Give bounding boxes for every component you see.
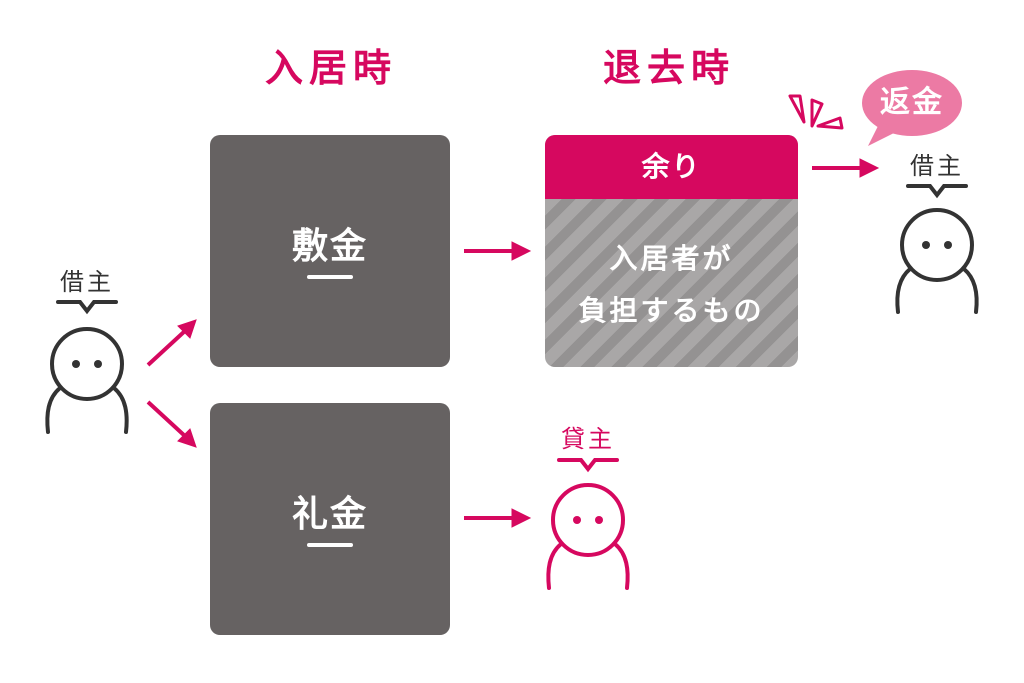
remainder-box: 余り 入居者が 負担するもの (545, 135, 798, 367)
heading-move-out: 退去時 (602, 46, 735, 90)
arrow-key-money-to-landlord-head (511, 508, 532, 528)
key-money-underline (307, 543, 353, 547)
tenant-right-label: 借主 (910, 152, 964, 180)
tenant-burden-line2: 負担するもの (578, 294, 765, 327)
arrow-to-key-money-head (177, 428, 197, 448)
arrow-to-key-money (146, 400, 188, 439)
key-money-label: 礼金 (291, 494, 368, 535)
heading-move-in: 入居時 (264, 46, 397, 90)
landlord-label: 貸主 (561, 425, 615, 453)
remainder-header: 余り (545, 135, 798, 199)
arrow-deposit-to-remainder-head (511, 241, 532, 261)
deposit-box: 敷金 (210, 135, 450, 367)
tenant-burden-line1: 入居者が (609, 242, 734, 275)
deposit-underline (307, 275, 353, 279)
key-money-box: 礼金 (210, 403, 450, 635)
tenant-left-label: 借主 (60, 268, 114, 296)
arrow-to-deposit-head (177, 319, 197, 339)
arrow-to-deposit (146, 328, 188, 367)
arrow-remainder-to-tenant-head (859, 158, 880, 178)
deposit-label: 敷金 (291, 226, 368, 267)
